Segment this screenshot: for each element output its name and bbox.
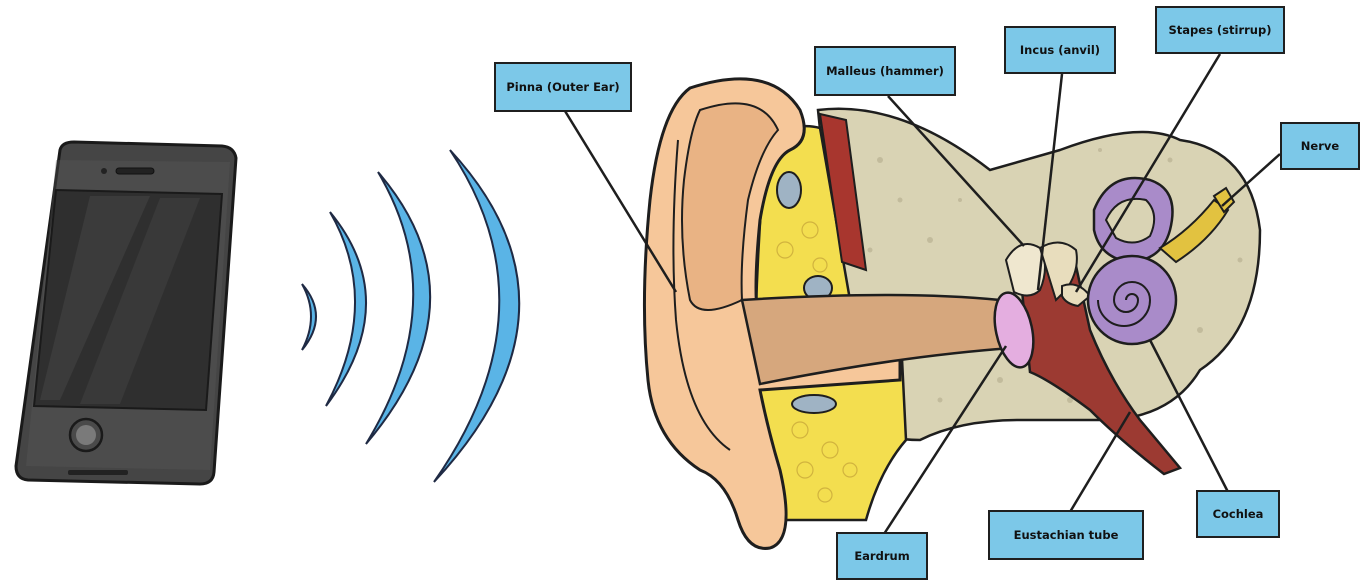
nerve-label: Nerve	[1280, 122, 1360, 170]
incus-label: Incus (anvil)	[1004, 26, 1116, 74]
stapes-label: Stapes (stirrup)	[1155, 6, 1285, 54]
malleus-label: Malleus (hammer)	[814, 46, 956, 96]
sound-waves-icon	[302, 150, 519, 482]
ear-illustration	[644, 79, 1260, 549]
smartphone-icon	[16, 142, 236, 484]
eustachian-tube-label: Eustachian tube	[988, 510, 1144, 560]
eardrum-label: Eardrum	[836, 532, 928, 580]
eustachian-pointer	[1070, 412, 1130, 512]
cochlea-label: Cochlea	[1196, 490, 1280, 538]
pinna-label: Pinna (Outer Ear)	[494, 62, 632, 112]
